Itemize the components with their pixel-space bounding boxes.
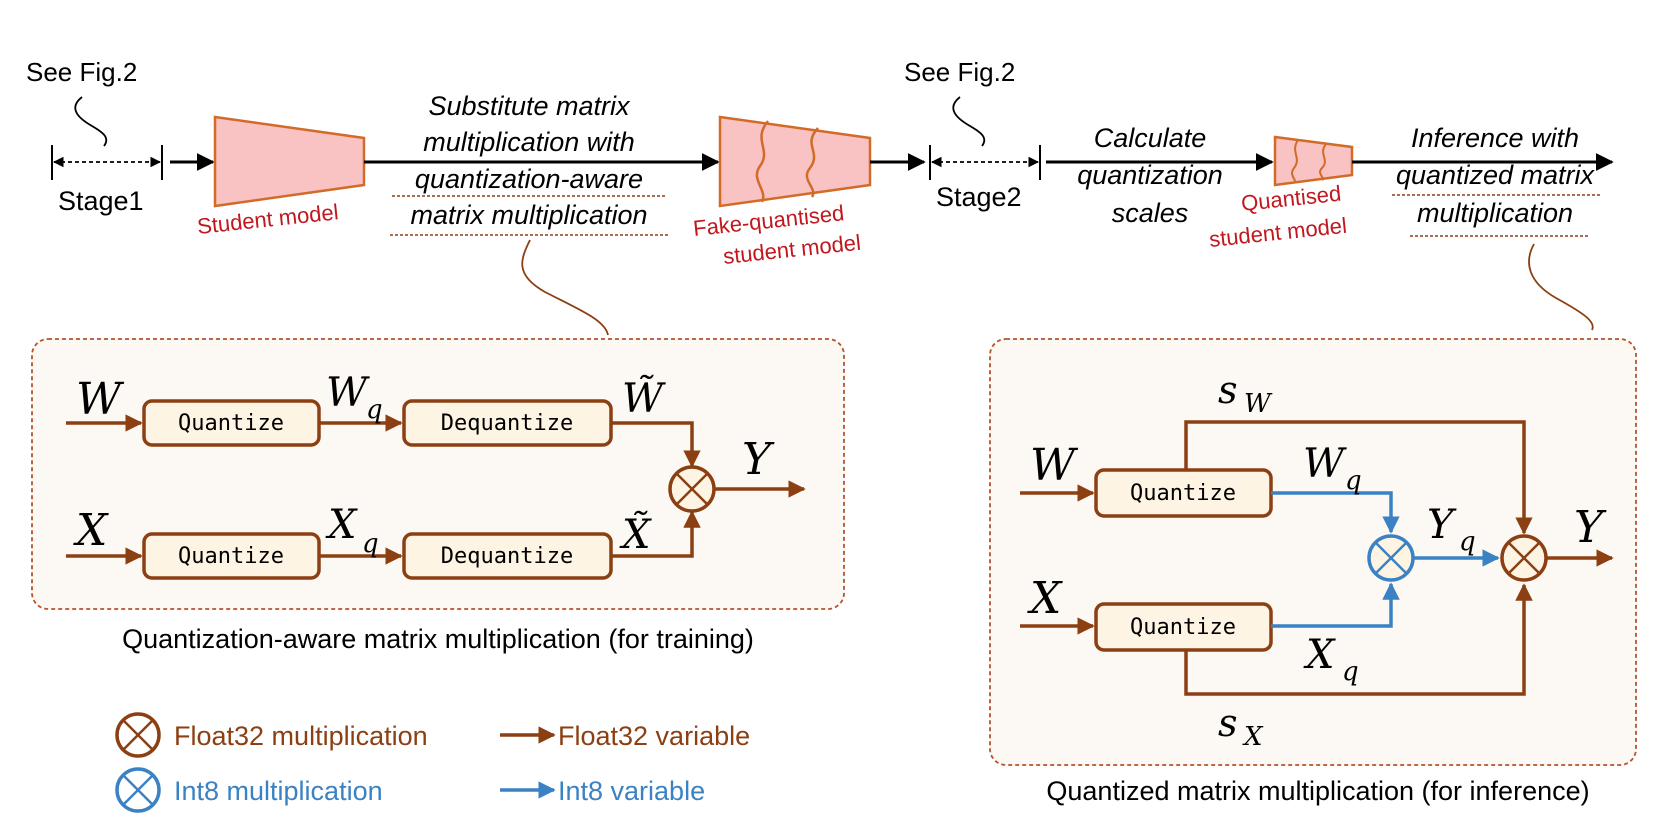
fake-quant-model-shape	[718, 115, 872, 208]
inf-quantize-x-label: Quantize	[1130, 615, 1236, 640]
stage2-label: Stage2	[936, 182, 1022, 212]
calculate-line-1: Calculate	[1094, 123, 1207, 153]
calculate-text: Calculate quantization scales	[1077, 123, 1223, 228]
inf-Wq-sub: q	[1345, 466, 1362, 496]
calculate-line-2: quantization	[1077, 160, 1223, 190]
inference-line-1: Inference with	[1411, 123, 1579, 153]
inf-quantize-w-label: Quantize	[1130, 481, 1236, 506]
fake-quant-wave-1	[755, 120, 769, 203]
see-fig-label-2: See Fig.2	[904, 57, 1015, 87]
inf-Xq-sub: q	[1342, 657, 1359, 687]
inf-int-mult-icon	[1367, 534, 1415, 582]
legend-int-var-label: Int8 variable	[558, 776, 705, 806]
quantised-wave-1	[1291, 139, 1299, 184]
inference-caption: Quantized matrix multiplication (for inf…	[1046, 776, 1589, 806]
train-quantize-x-label: Quantize	[178, 544, 284, 569]
inference-text: Inference with quantized matrix multipli…	[1396, 123, 1596, 228]
quantised-wave-2	[1319, 143, 1327, 181]
legend: Float32 multiplication Int8 multiplicati…	[115, 712, 750, 813]
training-callout-connector	[521, 239, 609, 336]
inference-line-3: multiplication	[1417, 198, 1573, 228]
inference-panel: s W W Quantize W q X Quantize X q s X Y …	[989, 338, 1637, 806]
substitute-line-2: multiplication with	[423, 127, 635, 157]
inf-float-mult-icon	[1500, 534, 1548, 582]
inf-sX-sub: X	[1242, 722, 1264, 752]
legend-float-var-label: Float32 variable	[558, 721, 750, 751]
train-dequantize-w-label: Dequantize	[441, 411, 573, 436]
inf-sX-path	[1184, 583, 1533, 696]
inf-sX-base: s	[1218, 701, 1238, 745]
see-fig-label-1: See Fig.2	[26, 57, 137, 87]
train-float-mult-icon	[668, 465, 716, 513]
inference-line-2: quantized matrix	[1396, 160, 1596, 190]
inf-sW-path	[1184, 420, 1533, 535]
train-Wtilde-arrow	[611, 421, 701, 468]
train-Y-label: Y	[742, 434, 775, 485]
quantised-label: Quantised student model	[1208, 181, 1348, 252]
train-Wtilde-label: W̃	[622, 375, 666, 422]
train-Xq-sub: q	[362, 529, 379, 559]
inf-Xq-base: X	[1303, 632, 1336, 678]
inf-sW-base: s	[1218, 368, 1238, 412]
training-panel: W Quantize W q Dequantize W̃ X Quantize …	[31, 338, 845, 654]
quantised-line-1: Quantised	[1240, 181, 1342, 216]
training-caption: Quantization-aware matrix multiplication…	[122, 624, 754, 654]
inf-Yq-sub: q	[1459, 527, 1476, 557]
train-quantize-w-label: Quantize	[178, 411, 284, 436]
quantised-line-2: student model	[1208, 213, 1348, 252]
inf-X-label: X	[1027, 573, 1063, 624]
fake-quant-wave-2	[805, 127, 819, 198]
inf-W-label: W	[1030, 440, 1079, 491]
legend-float-mult-icon	[115, 712, 161, 758]
train-W-label: W	[76, 374, 125, 425]
substitute-line-3: quantization-aware	[415, 164, 643, 194]
train-Wq-sub: q	[366, 395, 383, 425]
quantised-model-shape	[1273, 135, 1354, 187]
inf-Xq-arrow	[1271, 582, 1400, 628]
fake-quant-label: Fake-quantised student model	[692, 200, 862, 269]
calculate-line-3: scales	[1112, 198, 1189, 228]
train-Xtilde-arrow	[611, 510, 701, 558]
legend-int-mult-icon	[115, 767, 161, 813]
train-X-label: X	[73, 505, 109, 556]
train-Wq-base: W	[326, 370, 370, 416]
legend-int-mult-label: Int8 multiplication	[174, 776, 383, 806]
stage1-label: Stage1	[58, 186, 144, 216]
inference-panel-frame	[989, 338, 1637, 766]
inference-callout-connector	[1528, 243, 1594, 331]
inf-Wq-arrow	[1271, 491, 1400, 534]
train-Xtilde-label: X̃	[619, 511, 652, 558]
train-dequantize-x-label: Dequantize	[441, 544, 573, 569]
train-Xq-base: X	[325, 502, 358, 548]
substitute-text: Substitute matrix multiplication with qu…	[410, 91, 647, 230]
substitute-line-1: Substitute matrix	[428, 91, 631, 121]
inf-Y-label: Y	[1574, 502, 1607, 553]
see-fig-connector-1	[74, 96, 108, 147]
see-fig-connector-2	[952, 96, 986, 147]
inf-sW-sub: W	[1244, 389, 1273, 419]
substitute-line-4: matrix multiplication	[410, 200, 647, 230]
inf-Wq-base: W	[1303, 441, 1347, 487]
inf-Yq-base: Y	[1427, 502, 1457, 548]
pipeline: See Fig.2 Stage1 Student model Substitut…	[26, 57, 1614, 336]
legend-float-mult-label: Float32 multiplication	[174, 721, 428, 751]
student-model-shape	[213, 115, 366, 208]
